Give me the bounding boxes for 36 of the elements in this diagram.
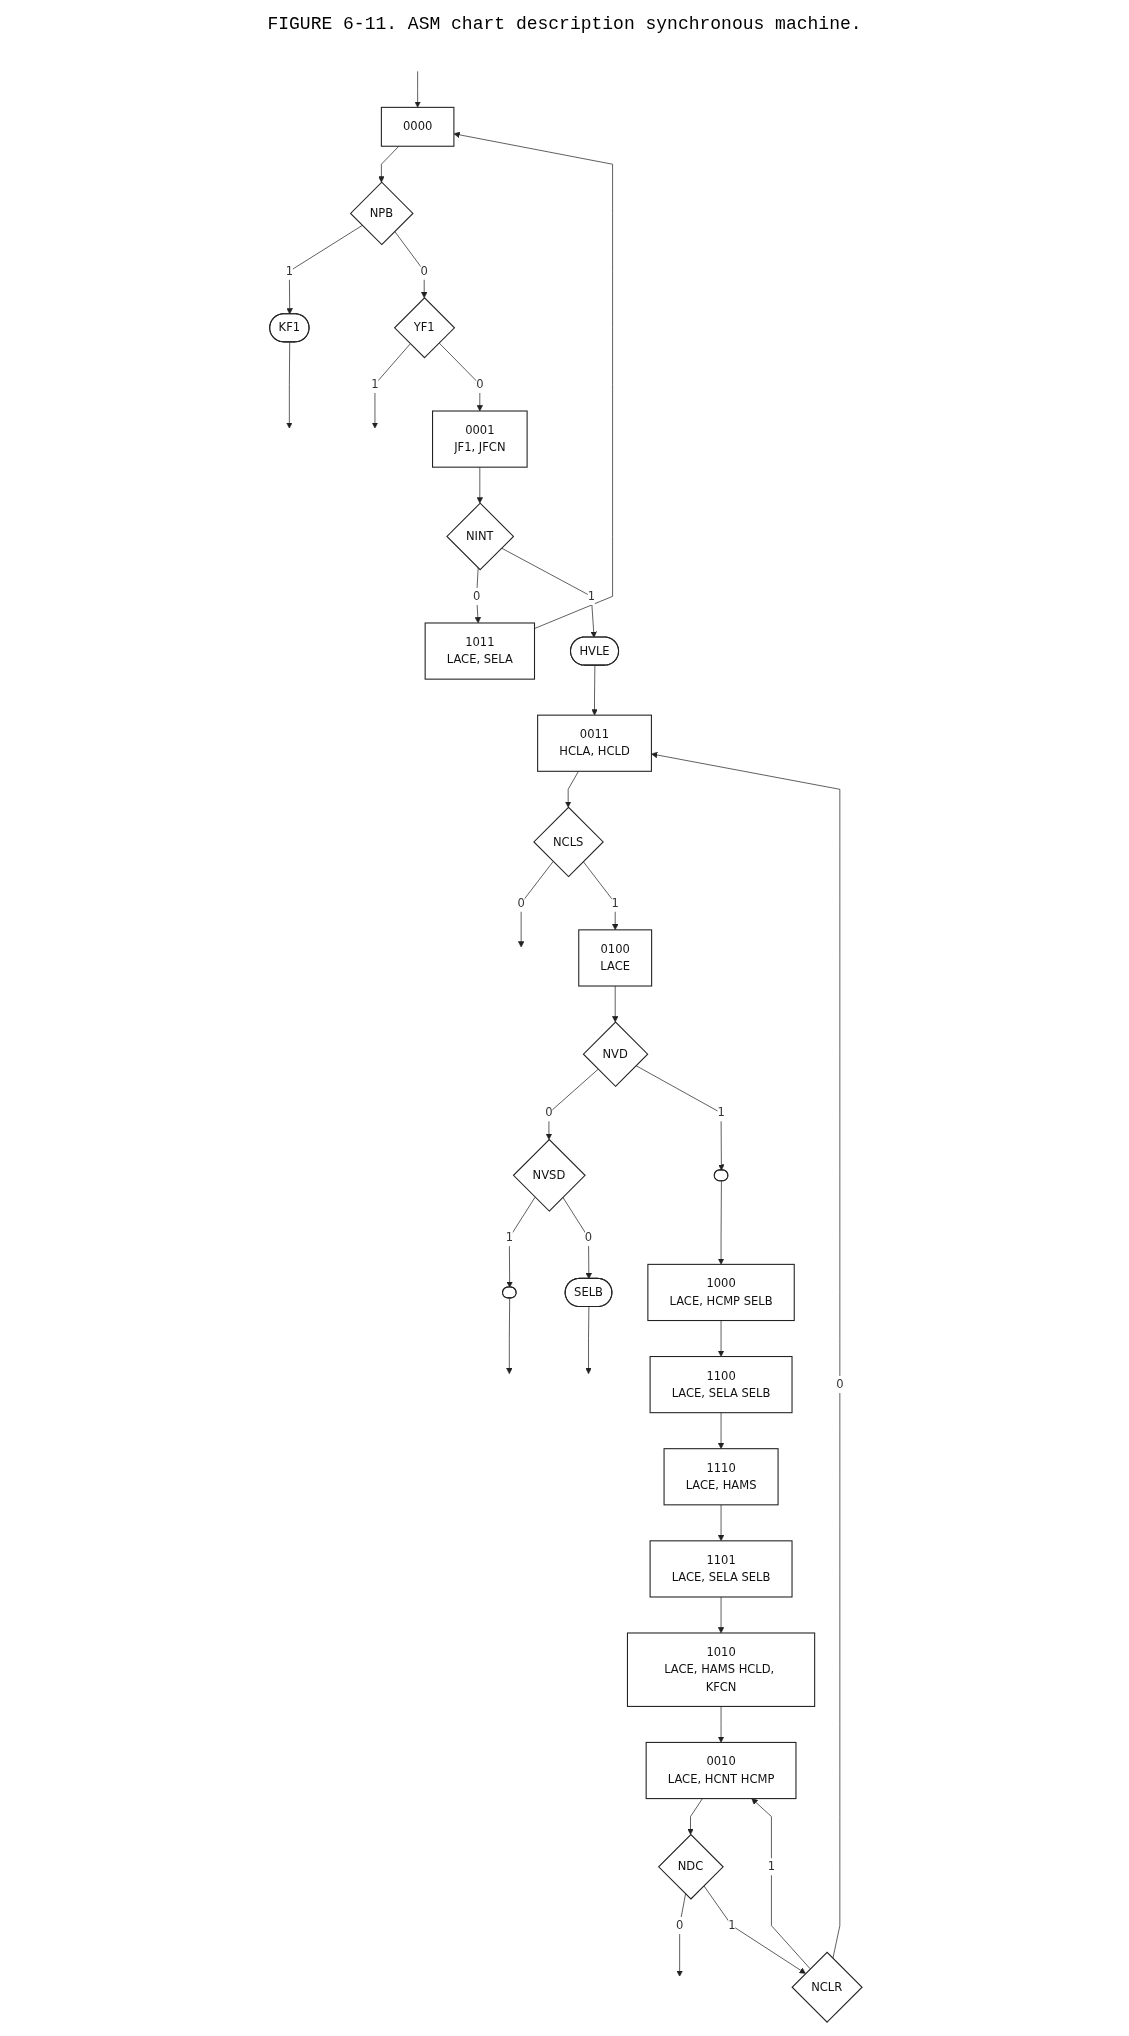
node-diamond: YF1 — [393, 297, 455, 359]
node-box: 1010 LACE, HAMS HCLD, KFCN — [626, 1632, 815, 1707]
edge-label: 1 — [611, 896, 619, 910]
node-box: 1011 LACE, SELA — [424, 622, 535, 680]
edge-label: 1 — [285, 264, 293, 278]
node-box: 0100 LACE — [577, 929, 652, 987]
node-diamond: NINT — [445, 502, 514, 571]
edge-label: 0 — [584, 1230, 592, 1245]
figure-caption: FIGURE 6-11. ASM chart description synchronous machine. — [267, 14, 862, 34]
edge-label: 1 — [767, 1859, 775, 1874]
node-diamond: NVSD — [512, 1138, 586, 1212]
edge-label: 1 — [727, 1918, 736, 1933]
node-diamond: NPB — [349, 181, 414, 246]
node-box: 1000 LACE, HCMP SELB — [646, 1263, 795, 1322]
edge-label: 0 — [472, 589, 480, 603]
edge-label: 0 — [420, 264, 428, 278]
node-box: 1101 LACE, SELA SELB — [649, 1540, 793, 1598]
node-diamond: NVD — [582, 1021, 648, 1088]
edge-label: 1 — [505, 1230, 513, 1245]
node-diamond: NDC — [657, 1833, 724, 1900]
node-box: 0001 JF1, JFCN — [431, 410, 528, 468]
edge-label: 0 — [835, 1377, 844, 1392]
node-box: 0011 HCLA, HCLD — [536, 714, 652, 772]
node-box: 0010 LACE, HCNT HCMP — [645, 1741, 797, 1800]
node-diamond: NCLS — [532, 806, 604, 878]
edge-label: 0 — [517, 896, 525, 910]
edge-label: 0 — [675, 1918, 683, 1933]
edge-label: 0 — [544, 1105, 553, 1120]
edge-label: 1 — [587, 589, 595, 603]
node-box: 1100 LACE, SELA SELB — [649, 1356, 793, 1414]
node-diamond: NCLR — [790, 1951, 863, 2023]
node-box: 1110 LACE, HAMS — [663, 1448, 779, 1506]
edge-label: 1 — [716, 1105, 725, 1120]
node-box: 0000 — [380, 106, 454, 147]
edge-label: 0 — [475, 377, 484, 391]
edge-label: 1 — [370, 377, 379, 391]
